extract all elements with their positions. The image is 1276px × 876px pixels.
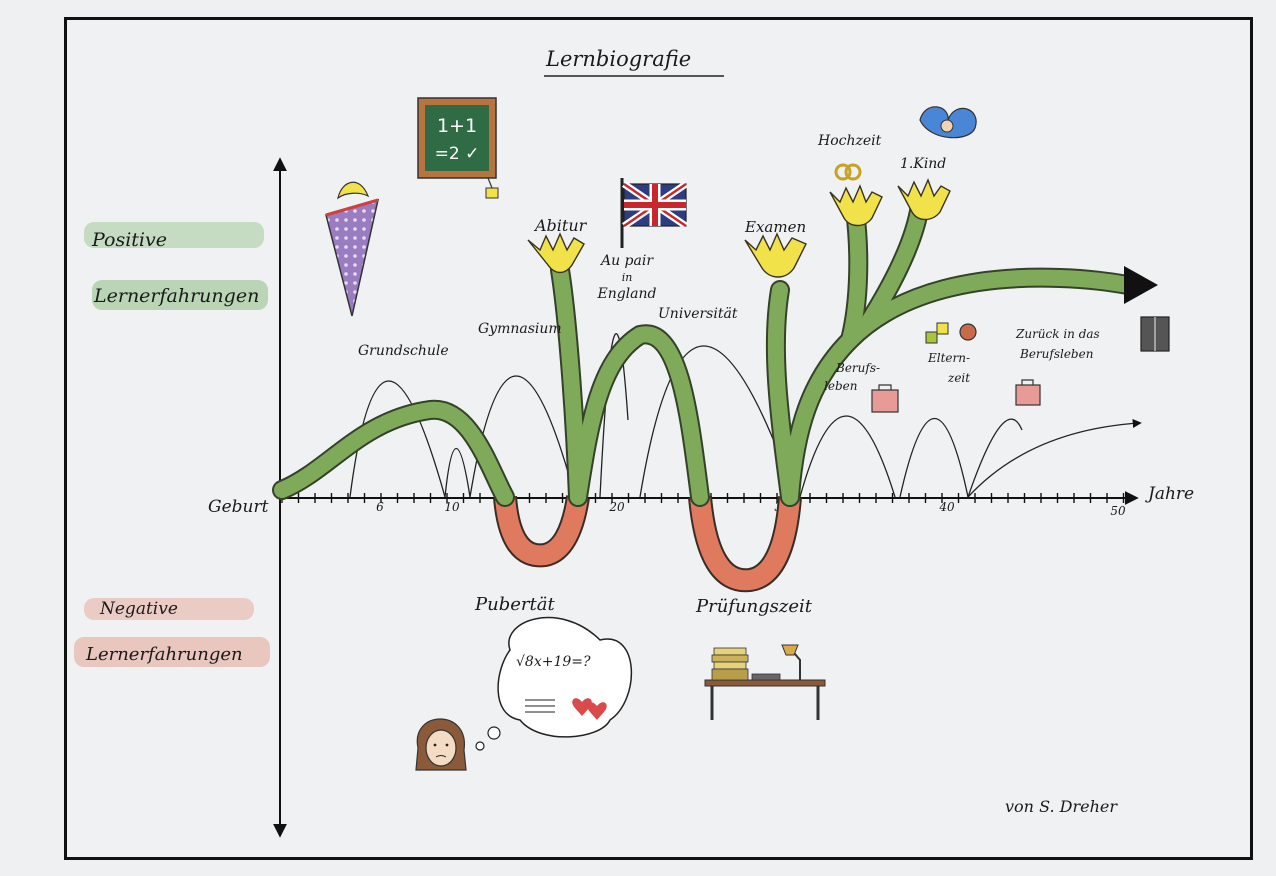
kind-flower — [897, 178, 951, 221]
building-blocks-icon — [925, 322, 977, 344]
positive-wash — [84, 222, 264, 248]
x-axis-unit-label: Jahre — [1145, 484, 1194, 504]
x-tick-label: 20 — [608, 500, 625, 514]
aupair-label-line-3: England — [596, 286, 656, 302]
pubertaet-label: Pubertät — [474, 594, 555, 615]
desk-lamp-icon — [781, 644, 801, 680]
briefcase-icon — [1015, 379, 1041, 406]
heart-icon — [587, 702, 607, 720]
examen-flower — [744, 232, 807, 278]
negative-wash — [74, 637, 270, 667]
x-tick-label: 10 — [444, 500, 460, 514]
x-axis-origin-label: Geburt — [208, 497, 269, 517]
negative-label-line-1: Negative — [99, 599, 178, 619]
hochzeit-label: Hochzeit — [817, 133, 882, 149]
hochzeit-flower — [829, 184, 883, 227]
thought-bubble: √8x+19=? — [475, 616, 633, 751]
binder-icon — [1140, 316, 1170, 352]
study-desk-icon — [704, 644, 826, 720]
author-signature: von S. Dreher — [1005, 797, 1118, 816]
grundschule-label: Grundschule — [358, 343, 449, 359]
pruefungszeit-label: Prüfungszeit — [695, 596, 813, 617]
x-tick-label: 6 — [376, 500, 384, 514]
x-tick-label: 50 — [1110, 504, 1126, 518]
positive-wash — [92, 280, 268, 310]
aupair-label-line-2: in — [622, 271, 633, 284]
elternzeit-label-line-1: Eltern- — [927, 351, 970, 365]
union-jack-flag-icon — [620, 178, 688, 248]
berufsleben-label-line-2: leben — [824, 379, 857, 393]
puberty-dip — [495, 495, 588, 566]
student-face-icon — [415, 718, 467, 771]
chalkboard-icon: 1+1 =2 ✓ — [417, 97, 499, 199]
x-tick-label: 40 — [938, 500, 955, 514]
negative-wash — [84, 598, 254, 620]
zurueck-label-line-1: Zurück in das — [1015, 327, 1100, 341]
school-cone-icon — [325, 181, 380, 317]
flowers — [527, 178, 951, 278]
curve-arrowhead — [1124, 266, 1158, 304]
heart-icon — [572, 698, 592, 716]
elternzeit-label-line-2: zeit — [947, 371, 970, 385]
illustration-frame — [64, 17, 1253, 860]
thought-bubble-text: √8x+19=? — [516, 654, 591, 670]
universitaet-label: Universität — [658, 306, 738, 322]
berufsleben-label-line-1: Berufs- — [835, 361, 880, 375]
briefcase-icon — [871, 384, 899, 413]
abitur-label: Abitur — [533, 216, 588, 235]
wedding-rings-icon — [834, 163, 862, 181]
kind-label: 1.Kind — [900, 156, 946, 172]
exam-time-dip — [690, 496, 800, 591]
chalkboard-line-2: =2 ✓ — [435, 144, 480, 164]
gymnasium-label: Gymnasium — [478, 321, 562, 337]
abitur-flower — [527, 232, 585, 274]
return-to-work-arrow — [967, 418, 1142, 498]
diagram-title: Lernbiografie — [545, 47, 691, 71]
examen-label: Examen — [744, 218, 806, 236]
positive-label-line-1: Positive — [91, 229, 167, 251]
zurueck-label-line-2: Berufsleben — [1019, 347, 1093, 361]
baby-icon — [919, 106, 977, 139]
negative-label-line-2: Lernerfahrungen — [85, 644, 243, 665]
chalkboard-line-1: 1+1 — [437, 115, 477, 137]
aupair-label-line-1: Au pair — [599, 253, 654, 269]
main-learning-curve — [272, 195, 1138, 507]
positive-label-line-2: Lernerfahrungen — [93, 285, 259, 307]
